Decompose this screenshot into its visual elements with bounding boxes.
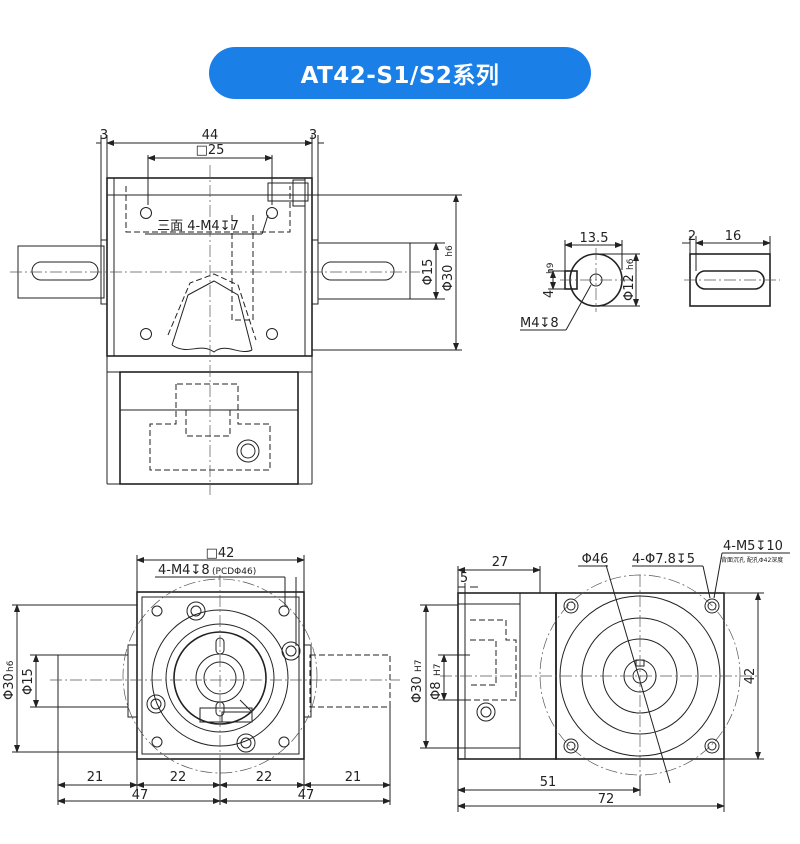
dim-housing-dia-30: Φ30: [2, 673, 17, 700]
bolt-icon: [140, 328, 152, 340]
right-shaft: [317, 242, 411, 300]
note-tap-sub: 背面沉孔 配孔Φ42深度: [721, 556, 783, 564]
hex-bolt-icon: [236, 733, 256, 753]
note-thread-m4: M4↧8: [520, 316, 559, 331]
dim-square-42: □42: [206, 546, 235, 561]
dim-22-left: 22: [170, 770, 187, 785]
dim-dia-46: Φ46: [582, 552, 609, 567]
flange-square: [136, 591, 305, 760]
note-pcd: (PCDΦ46): [212, 567, 256, 577]
mount-hole-icon: [563, 598, 579, 614]
dim-left-3: 3: [100, 128, 108, 143]
dim-right-3: 3: [309, 128, 317, 143]
shaft-key-view: 13.5 4 h9 Φ12 h6 M4↧8: [520, 231, 640, 331]
dim-square-25: □25: [196, 143, 225, 158]
hex-bolt-icon: [186, 601, 206, 621]
bottom-front-view: □42 4-M4↧8 (PCDΦ46) Φ30 h6 Φ15 21 22 22 …: [2, 546, 400, 805]
set-screw: [267, 182, 309, 202]
bolt-icon: [140, 207, 152, 219]
dim-shaft-dia-15: Φ15: [21, 668, 36, 695]
dim-27: 27: [492, 555, 509, 570]
dim-width-44: 44: [202, 128, 219, 143]
dim-51: 51: [540, 775, 557, 790]
dim-72: 72: [598, 792, 615, 807]
dim-width-13-5: 13.5: [580, 231, 609, 246]
hex-bolt-icon: [146, 694, 166, 714]
dim-22-right: 22: [256, 770, 273, 785]
corner-hole-icon: [151, 736, 163, 748]
housing-base: [119, 371, 299, 485]
hex-bolt-icon: [281, 641, 301, 661]
housing-body: [106, 177, 313, 357]
dim-21-left: 21: [87, 770, 104, 785]
left-shaft-keyway: [31, 261, 99, 281]
dim-housing-tol: h6: [445, 245, 455, 257]
bottom-side-view: 27 5 Φ46 4-Φ7.8↧5 4-M5↧10 背面沉孔 配孔Φ42深度 Φ…: [410, 539, 790, 812]
note-three-faces-holes: 三面 4-M4↧7: [157, 219, 239, 234]
plug-icon: [476, 702, 496, 722]
mount-hole-icon: [563, 738, 579, 754]
mount-hole-icon: [704, 738, 720, 754]
series-title-banner: AT42-S1/S2系列: [209, 47, 591, 99]
dim-inner-8: Φ8: [429, 681, 444, 700]
dim-offset-2: 2: [688, 229, 696, 244]
dim-bore-tol: H7: [414, 660, 424, 673]
corner-hole-icon: [278, 736, 290, 748]
note-holes-m4: 4-M4↧8: [158, 563, 210, 578]
dim-dia-12: Φ12: [622, 274, 637, 301]
note-holes-7-8: 4-Φ7.8↧5: [632, 552, 695, 567]
dim-key-4: 4: [542, 290, 557, 298]
note-tap-m5: 4-M5↧10: [723, 539, 783, 554]
dim-47-left: 47: [132, 788, 149, 803]
dim-housing-dia-30: Φ30: [441, 265, 456, 292]
bolt-icon: [266, 207, 278, 219]
dim-21-right: 21: [345, 770, 362, 785]
dim-dia-tol: h6: [626, 258, 636, 270]
shaft-side-view: 2 16: [682, 229, 780, 307]
dim-height-42: 42: [743, 668, 758, 685]
dim-key-tol: h9: [546, 262, 556, 274]
corner-hole-icon: [151, 605, 163, 617]
dim-length-16: 16: [725, 229, 742, 244]
dim-inner-tol: H7: [433, 664, 443, 677]
dim-47-right: 47: [298, 788, 315, 803]
dim-5: 5: [460, 571, 468, 586]
right-shaft-hidden: [309, 654, 391, 708]
front-view: 3 44 3 □25 三面 4-M4↧7 Φ15 Φ30 h6: [10, 128, 462, 495]
dim-housing-tol: h6: [6, 660, 16, 672]
series-title: AT42-S1/S2系列: [300, 63, 500, 89]
drain-plug-icon: [236, 439, 260, 463]
dim-bore-30: Φ30: [410, 676, 425, 703]
right-shaft-keyway: [321, 261, 395, 281]
left-shaft: [57, 654, 129, 708]
dim-shaft-dia-15: Φ15: [421, 259, 436, 286]
bolt-icon: [266, 328, 278, 340]
mount-hole-icon: [704, 598, 720, 614]
corner-hole-icon: [278, 605, 290, 617]
